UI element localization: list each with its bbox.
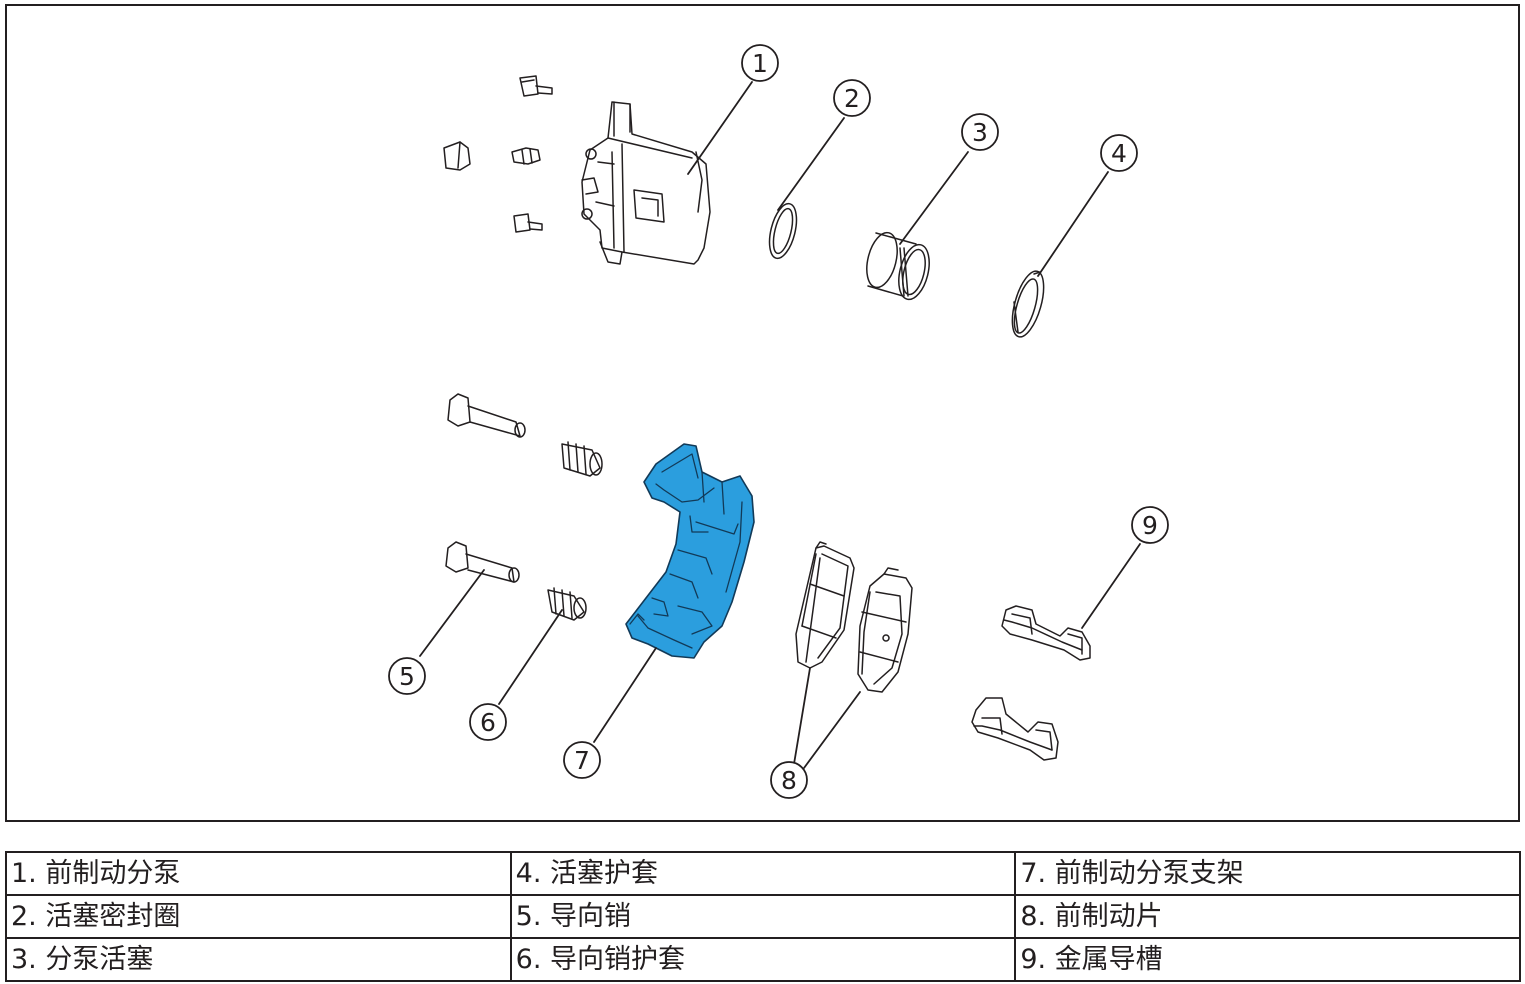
legend-cell: 6. 导向销护套 [509,937,1017,982]
leader-lines [419,81,1141,769]
piston-part [866,231,930,301]
legend-cell: 9. 金属导槽 [1014,937,1521,982]
callout-3: 3 [961,113,999,151]
piston-seal-part [768,202,798,260]
metal-guide-clip-part [971,605,1091,761]
legend-cell: 4. 活塞护套 [509,851,1017,896]
legend-cell: 1. 前制动分泵 [5,851,512,896]
legend-row: 1. 前制动分泵 4. 活塞护套 7. 前制动分泵支架 [5,851,1521,896]
callout-7: 7 [563,741,601,779]
callout-5: 5 [388,657,426,695]
svg-text:3: 3 [972,118,988,147]
caliper-bracket-part [625,443,755,659]
callout-4: 4 [1100,134,1138,172]
exploded-diagram: 1 2 3 4 5 6 7 8 9 [388,44,1169,799]
svg-text:1: 1 [752,49,768,78]
svg-text:5: 5 [399,662,415,691]
callout-2: 2 [833,79,871,117]
legend-cell: 2. 活塞密封圈 [5,894,512,939]
callout-9: 9 [1131,506,1169,544]
brake-pad-part [795,541,913,693]
svg-text:8: 8 [781,766,797,795]
caliper-part [443,75,711,265]
piston-boot-part [1011,270,1045,338]
svg-text:9: 9 [1142,511,1158,540]
svg-text:2: 2 [844,84,860,113]
guide-pin-part [445,393,526,583]
callout-1: 1 [741,44,779,82]
callout-6: 6 [469,703,507,741]
legend-row: 2. 活塞密封圈 5. 导向销 8. 前制动片 [5,894,1521,939]
exploded-diagram-frame: 1 2 3 4 5 6 7 8 9 [5,4,1520,822]
legend-cell: 3. 分泵活塞 [5,937,512,982]
svg-text:6: 6 [480,708,496,737]
legend-cell: 8. 前制动片 [1014,894,1521,939]
legend-row: 3. 分泵活塞 6. 导向销护套 9. 金属导槽 [5,937,1521,982]
legend-cell: 5. 导向销 [509,894,1017,939]
callout-8: 8 [770,761,808,799]
svg-text:4: 4 [1111,139,1127,168]
guide-pin-boot-part [547,441,603,621]
svg-text:7: 7 [574,746,590,775]
parts-legend-table: 1. 前制动分泵 4. 活塞护套 7. 前制动分泵支架 2. 活塞密封圈 5. … [5,851,1521,982]
legend-cell: 7. 前制动分泵支架 [1014,851,1521,896]
